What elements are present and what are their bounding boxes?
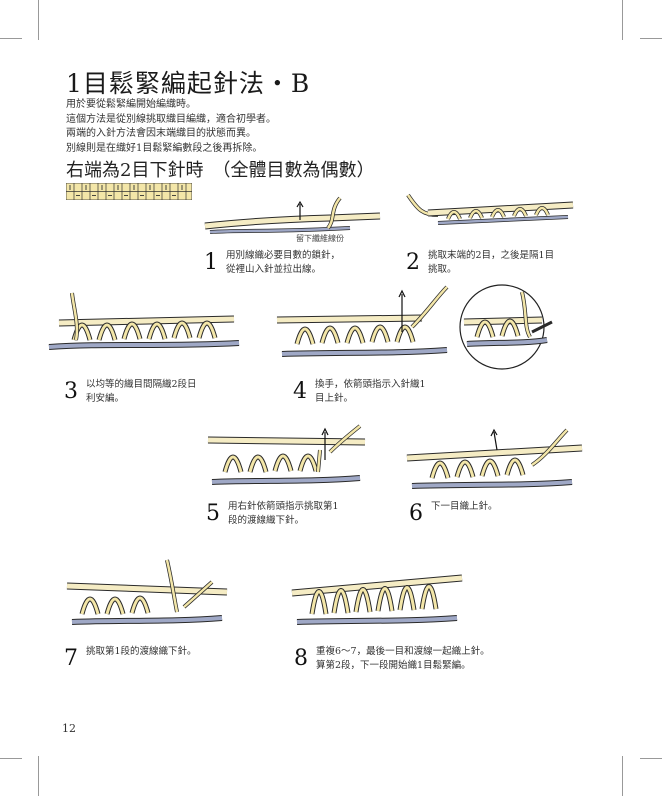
- step-text: 下一目織上針。: [431, 501, 498, 512]
- crop-mark: [38, 0, 39, 40]
- step-text: 從裡山入針並拉出線。: [226, 264, 322, 275]
- crop-mark: [38, 756, 39, 796]
- step-number: 1: [204, 250, 218, 275]
- crop-mark: [622, 756, 623, 796]
- intro-line: 用於要從鬆緊編開始編織時。: [66, 99, 196, 110]
- step-number: 8: [294, 646, 308, 671]
- step-text: 目上針。: [315, 393, 354, 404]
- step-7-illustration: [66, 559, 228, 625]
- step-text: 挑取第1段的渡線織下針。: [86, 646, 197, 657]
- intro-text: 用於要從鬆緊編開始編織時。 這個方法是從別線挑取織目編織，適合初學者。 兩端的入…: [66, 98, 276, 156]
- step-8-illustration: [291, 574, 463, 625]
- page-title: 1目鬆緊編起針法・B: [66, 69, 311, 98]
- step-text: 換手，依箭頭指示入針織1: [315, 379, 426, 390]
- step-text: 算第2段，下一段開始織1目鬆緊編。: [316, 660, 471, 671]
- step-1-illustration: [204, 196, 381, 234]
- step-number: 4: [293, 379, 307, 404]
- step-1-caption: 1 用別線織必要目數的鎖針， 從裡山入針並拉出線。: [204, 250, 341, 277]
- magnified-detail: [459, 284, 553, 370]
- intro-line: 別線則是在織好1目鬆緊編數段之後再拆除。: [66, 142, 263, 154]
- step-number: 2: [406, 250, 420, 275]
- step-text: 利安編。: [86, 393, 125, 404]
- step-text: 用右針依箭頭指示挑取第1: [228, 501, 339, 512]
- step-number: 7: [64, 646, 78, 671]
- step-6-illustration: [406, 428, 583, 489]
- crop-mark: [640, 758, 662, 759]
- step-5-illustration: [207, 424, 366, 485]
- crop-mark: [622, 0, 623, 40]
- step-3-caption: 3 以均等的織目間隔織2段日 利安編。: [64, 379, 197, 406]
- step-2-illustration: [406, 193, 574, 225]
- step-text: 段的渡線織下針。: [228, 515, 305, 526]
- crop-mark: [640, 38, 662, 39]
- step-5-caption: 5 用右針依箭頭指示挑取第1 段的渡線織下針。: [206, 501, 339, 528]
- step-2-caption: 2 挑取末端的2目，之後是隔1目 挑取。: [406, 250, 555, 277]
- step-number: 5: [206, 501, 220, 526]
- step-text: 用別線織必要目數的鎖針，: [226, 250, 341, 261]
- page-number: 12: [62, 722, 76, 735]
- intro-line: 這個方法是從別線挑取織目編織，適合初學者。: [66, 113, 276, 125]
- stitch-chart: [66, 183, 192, 200]
- step-4-caption: 4 換手，依箭頭指示入針織1 目上針。: [293, 379, 426, 406]
- intro-line: 兩端的入針方法會因末端織目的狀態而異。: [66, 128, 256, 139]
- section-title: 右端為2目下針時 （全體目數為偶數）: [66, 160, 375, 181]
- step-text: 重複6～7，最後一目和渡線一起織上針。: [316, 646, 490, 657]
- step-6-caption: 6 下一目織上針。: [409, 501, 498, 526]
- step-4-illustration: [276, 285, 449, 357]
- crop-mark: [0, 758, 22, 759]
- step-3-illustration: [48, 292, 240, 350]
- step-text: 以均等的織目間隔織2段日: [86, 379, 197, 390]
- step-7-caption: 7 挑取第1段的渡線織下針。: [64, 646, 197, 671]
- figure-note: 留下纖維線份: [296, 234, 344, 243]
- step-text: 挑取。: [428, 264, 457, 275]
- step-number: 3: [64, 379, 78, 404]
- step-number: 6: [409, 501, 423, 526]
- step-text: 挑取末端的2目，之後是隔1目: [428, 250, 555, 261]
- crop-mark: [0, 38, 22, 39]
- step-8-caption: 8 重複6～7，最後一目和渡線一起織上針。 算第2段，下一段開始織1目鬆緊編。: [294, 646, 490, 673]
